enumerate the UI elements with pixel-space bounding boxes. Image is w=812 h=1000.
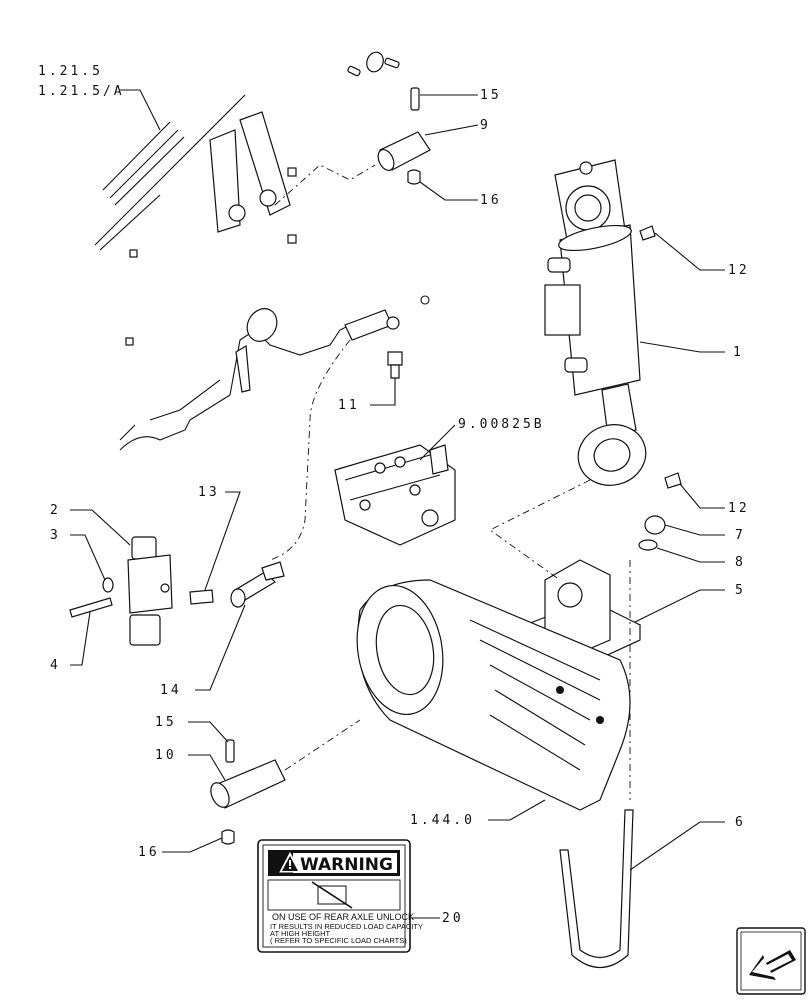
warning-line-1: ON USE OF REAR AXLE UNLOCK — [272, 912, 414, 922]
pin-assembly-bottom — [210, 719, 361, 845]
leader-lines — [70, 89, 725, 919]
callout-6: 6 — [735, 815, 746, 830]
lock-valve-assembly — [69, 536, 285, 646]
arrow-navigation-icon[interactable] — [736, 927, 806, 995]
ref-label-9-00825b: 9.00825B — [458, 417, 545, 432]
callout-7: 7 — [735, 528, 746, 543]
warning-triangle-icon — [279, 851, 301, 873]
callout-5: 5 — [735, 583, 746, 598]
callout-labels: 1.21.5 1.21.5/A 15 9 16 12 1 11 9.00825B… — [38, 64, 750, 926]
callout-10: 10 — [155, 748, 177, 763]
callout-14: 14 — [160, 683, 182, 698]
ref-label-1-21-5-a: 1.21.5/A — [38, 84, 125, 99]
warning-line-4: ( REFER TO SPECIFIC LOAD CHARTS) — [270, 936, 407, 945]
hydraulic-cylinder — [544, 159, 682, 489]
control-valve-block — [334, 444, 456, 546]
callout-12-bottom: 12 — [728, 501, 750, 516]
callout-13: 13 — [198, 485, 220, 500]
warning-line-3: AT HIGH HEIGHT — [270, 929, 331, 938]
fitting-and-hose — [269, 309, 403, 561]
callout-4: 4 — [50, 658, 61, 673]
pin-assembly-top — [274, 51, 431, 206]
warning-decal: WARNING ON USE OF REAR AXLE UNLOCK IT RE… — [257, 839, 423, 953]
callout-3: 3 — [50, 528, 61, 543]
callout-11: 11 — [338, 398, 360, 413]
callout-1: 1 — [733, 345, 744, 360]
callout-12-top: 12 — [728, 263, 750, 278]
callout-9: 9 — [480, 118, 491, 133]
callout-2: 2 — [50, 503, 61, 518]
warning-title: WARNING — [300, 855, 393, 875]
rear-axle-housing — [356, 579, 631, 811]
callout-8: 8 — [735, 555, 746, 570]
callout-16-bottom: 16 — [138, 845, 160, 860]
callout-16-top: 16 — [480, 193, 502, 208]
u-bolt — [559, 809, 634, 968]
callout-20: 20 — [442, 911, 464, 926]
warning-line-2: IT RESULTS IN REDUCED LOAD CAPACITY — [270, 922, 423, 931]
ref-label-1-44-0: 1.44.0 — [410, 813, 475, 828]
chassis-frame — [94, 94, 430, 451]
callout-15-bottom: 15 — [155, 715, 177, 730]
ref-label-1-21-5: 1.21.5 — [38, 64, 103, 79]
callout-15-top: 15 — [480, 88, 502, 103]
